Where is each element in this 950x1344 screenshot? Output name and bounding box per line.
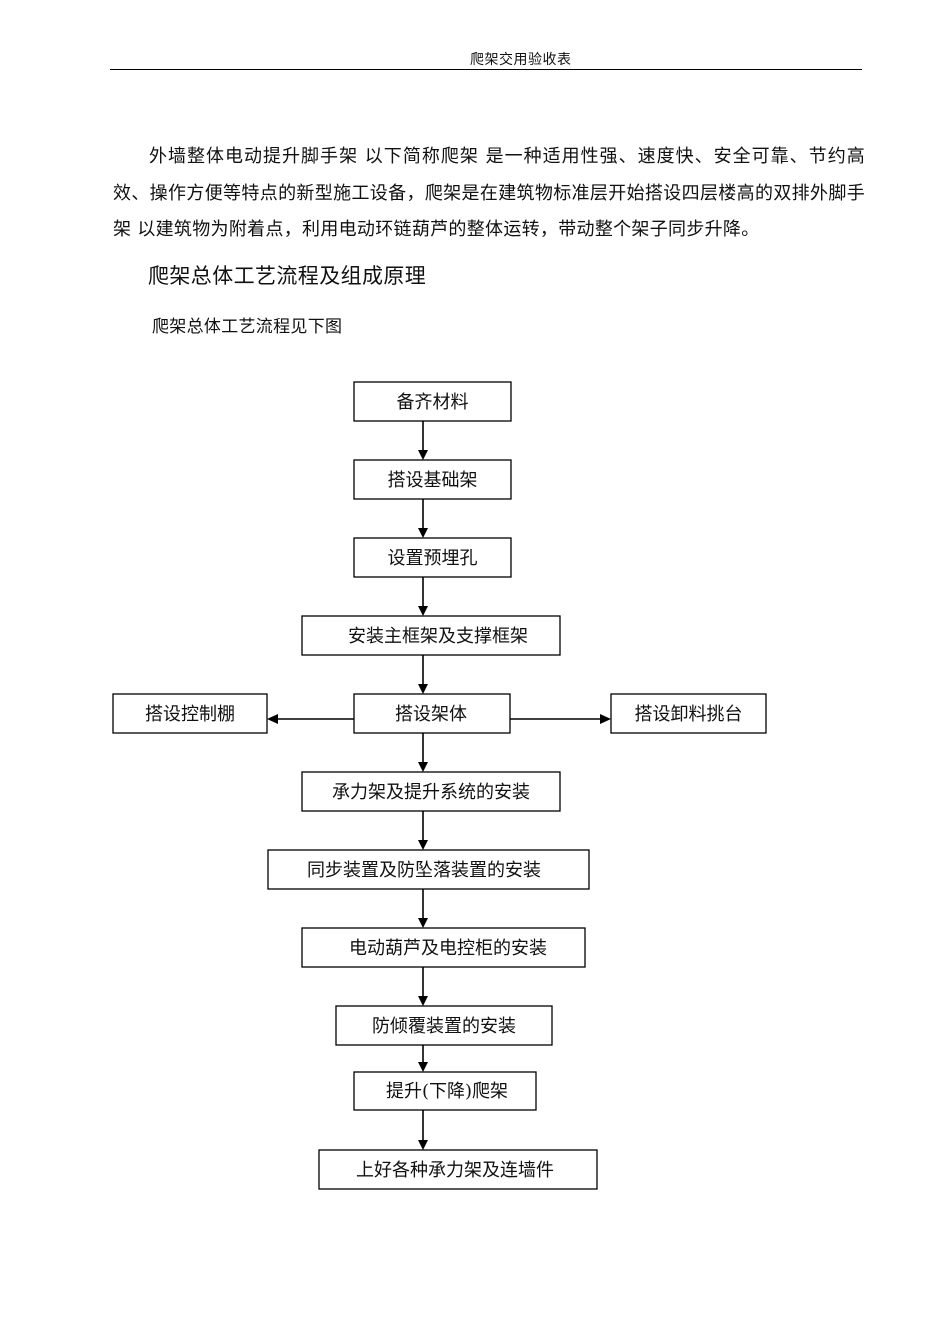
flow-step-2: 搭设基础架	[353, 459, 512, 500]
arrow-6-7	[418, 811, 428, 850]
flow-branch-left: 搭设控制棚	[112, 693, 268, 734]
flow-branch-left-label: 搭设控制棚	[145, 704, 235, 725]
flow-step-10-label: 提升(下降)爬架	[386, 1081, 508, 1102]
flow-step-3: 设置预埋孔	[353, 537, 512, 578]
flow-step-3-label: 设置预埋孔	[388, 548, 478, 569]
arrow-4-5	[418, 655, 428, 694]
flow-step-7-label: 同步装置及防坠落装置的安装	[307, 860, 541, 881]
flow-step-1-label: 备齐材料	[397, 392, 469, 413]
flow-step-1: 备齐材料	[353, 381, 512, 422]
flow-step-4-label: 安装主框架及支撑框架	[348, 626, 528, 647]
arrow-2-3	[418, 499, 428, 538]
arrow-10-11	[418, 1110, 428, 1150]
arrow-9-10	[418, 1045, 428, 1072]
flow-step-8-label: 电动葫芦及电控柜的安装	[349, 938, 547, 959]
arrow-3-4	[418, 577, 428, 616]
flow-step-9: 防倾覆装置的安装	[335, 1005, 553, 1046]
flow-step-4: 安装主框架及支撑框架	[301, 615, 561, 656]
flow-caption: 爬架总体工艺流程见下图	[152, 317, 343, 337]
arrow-1-2	[418, 421, 428, 460]
flow-step-9-label: 防倾覆装置的安装	[372, 1016, 516, 1037]
section-heading: 爬架总体工艺流程及组成原理	[148, 264, 427, 288]
arrow-5-left	[267, 714, 354, 724]
flow-step-6-label: 承力架及提升系统的安装	[332, 782, 530, 803]
arrow-8-9	[418, 967, 428, 1006]
header-rule	[110, 69, 862, 70]
flow-step-6: 承力架及提升系统的安装	[301, 771, 561, 812]
arrow-5-6	[418, 733, 428, 772]
header-title: 爬架交用验收表	[470, 52, 572, 68]
arrow-5-right	[510, 714, 611, 724]
flow-step-2-label: 搭设基础架	[388, 470, 478, 491]
flow-step-8: 电动葫芦及电控柜的安装	[301, 927, 586, 968]
flow-branch-right: 搭设卸料挑台	[610, 693, 767, 734]
flow-step-11-label: 上好各种承力架及连墙件	[356, 1160, 554, 1181]
flow-branch-right-label: 搭设卸料挑台	[635, 704, 743, 725]
flow-step-5-label: 搭设架体	[395, 704, 467, 725]
flow-step-11: 上好各种承力架及连墙件	[318, 1149, 598, 1190]
flow-step-5: 搭设架体	[353, 693, 511, 734]
flow-step-7: 同步装置及防坠落装置的安装	[267, 849, 590, 890]
intro-paragraph: 外墙整体电动提升脚手架 以下简称爬架 是一种适用性强、速度快、安全可靠、节约高效…	[113, 146, 865, 240]
arrow-7-8	[418, 889, 428, 928]
flow-step-10: 提升(下降)爬架	[353, 1071, 537, 1111]
